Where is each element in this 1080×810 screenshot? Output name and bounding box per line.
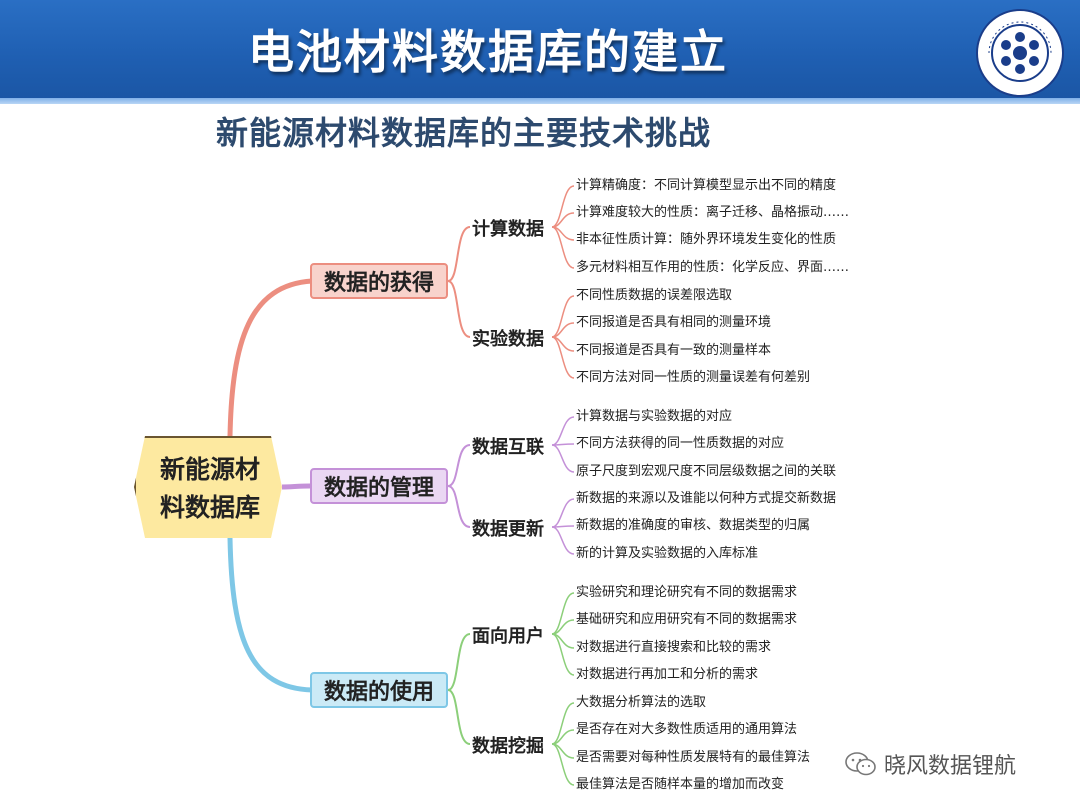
connector-root-branch-1 [227,278,313,437]
connector-branch1-group1 [447,226,471,282]
branch-node-acquisition: 数据的获得 [310,263,448,299]
connector-root-branch-3 [227,537,313,693]
connector-branch1-group2 [447,280,471,338]
leaf-item: 多元材料相互作用的性质：化学反应、界面…… [576,260,850,275]
leaf-item: 不同性质数据的误差限选取 [576,288,733,303]
leaf-item: 原子尺度到宏观尺度不同层级数据之间的关联 [576,464,837,479]
connectors-group-2 [551,295,575,379]
branch-node-usage: 数据的使用 [310,672,448,708]
watermark-text: 晓风数据锂航 [884,754,1017,779]
connectors-group-6 [551,702,575,786]
branch-node-management: 数据的管理 [310,468,448,504]
connector-branch3-group2 [447,689,471,745]
leaf-item: 计算精确度：不同计算模型显示出不同的精度 [576,178,837,193]
leaf-item: 对数据进行直接搜索和比较的需求 [576,640,772,655]
group-node-user-oriented: 面向用户 [472,626,544,647]
cas-logo-icon [976,9,1064,97]
connector-root-branch-2 [281,483,311,490]
leaf-item: 是否存在对大多数性质适用的通用算法 [576,722,798,737]
connectors-group-3 [551,416,575,473]
leaf-item: 实验研究和理论研究有不同的数据需求 [576,585,798,600]
leaf-item: 大数据分析算法的选取 [576,695,707,710]
connector-branch2-group1 [447,444,471,487]
root-node: 新能源材料数据库 [134,436,282,538]
root-node-label: 新能源材料数据库 [159,455,260,522]
watermark: 晓风数据锂航 [844,748,1016,780]
group-node-computed-data: 计算数据 [472,219,544,240]
connectors-group-1 [551,185,575,269]
leaf-item: 是否需要对每种性质发展特有的最佳算法 [576,750,811,765]
connectors-group-5 [551,592,575,676]
diagram-subtitle: 新能源材料数据库的主要技术挑战 [216,114,712,152]
leaf-item: 不同报道是否具有一致的测量样本 [576,343,772,358]
leaf-item: 基础研究和应用研究有不同的数据需求 [576,612,798,627]
leaf-item: 不同报道是否具有相同的测量环境 [576,315,772,330]
group-node-data-update: 数据更新 [472,519,544,540]
wechat-icon [845,752,876,776]
leaf-item: 不同方法获得的同一性质数据的对应 [576,436,785,451]
leaf-item: 非本征性质计算：随外界环境发生变化的性质 [576,232,837,247]
leaf-item: 新数据的来源以及谁能以何种方式提交新数据 [576,491,837,506]
leaf-item: 不同方法对同一性质的测量误差有何差别 [576,370,811,385]
connectors-group-4 [551,498,575,555]
connector-branch2-group2 [447,485,471,528]
leaf-item: 计算数据与实验数据的对应 [576,409,733,424]
leaf-item: 新数据的准确度的审核、数据类型的归属 [576,518,811,533]
connector-branch3-group1 [447,633,471,691]
group-node-data-mining: 数据挖掘 [472,736,544,757]
leaf-item: 最佳算法是否随样本量的增加而改变 [576,777,785,792]
leaf-item: 新的计算及实验数据的入库标准 [576,546,759,561]
group-node-data-interconnect: 数据互联 [472,437,544,458]
page-title: 电池材料数据库的建立 [248,25,728,79]
leaf-item: 对数据进行再加工和分析的需求 [576,667,759,682]
leaf-item: 计算难度较大的性质：离子迁移、晶格振动…… [576,205,850,220]
header-banner: 电池材料数据库的建立 [0,0,1080,104]
group-node-experimental-data: 实验数据 [472,329,544,350]
